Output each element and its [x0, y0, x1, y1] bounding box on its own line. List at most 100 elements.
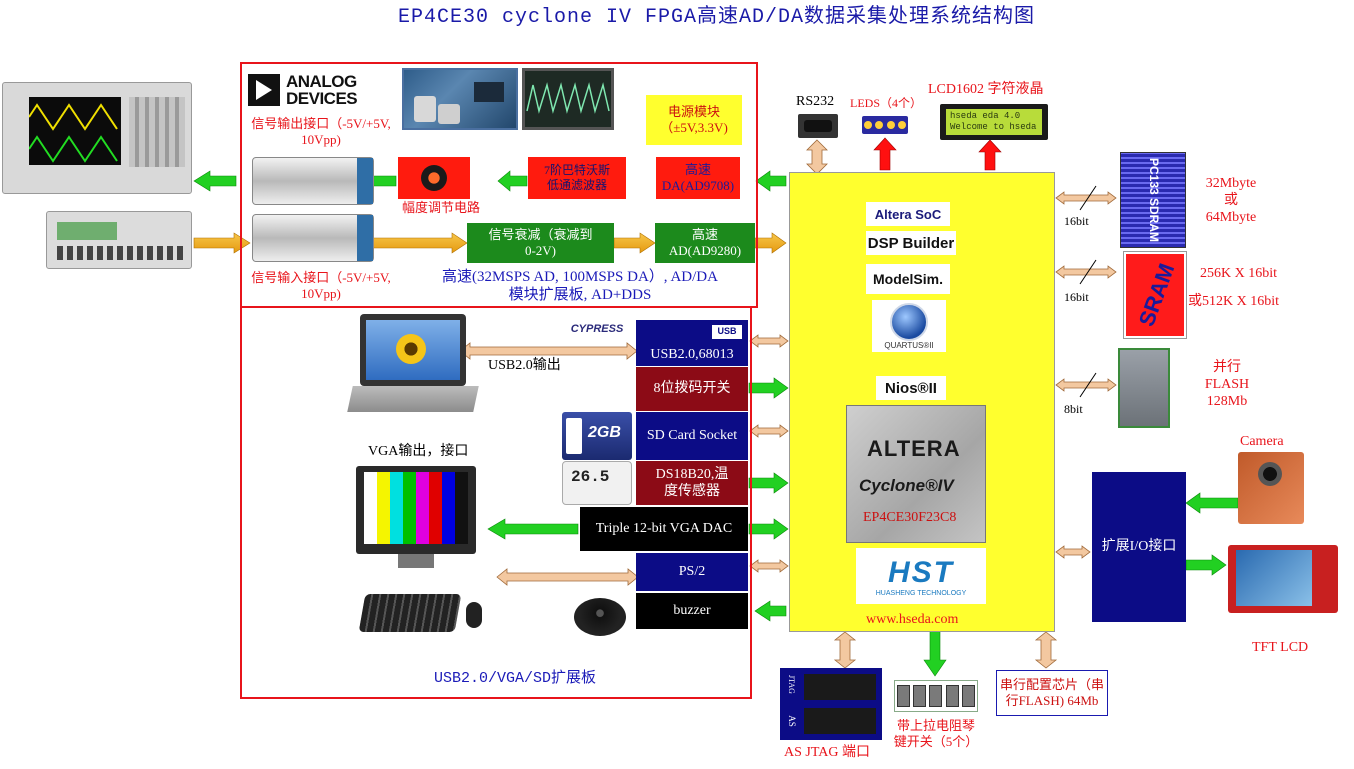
- led-icon: [898, 121, 907, 129]
- usb-board-frame: [240, 308, 752, 699]
- camera-image: [1238, 452, 1304, 524]
- push-button-icon: [929, 685, 943, 707]
- waveform-display: [522, 68, 614, 130]
- cyclone-chip-logo: Cyclone®IV: [859, 476, 954, 495]
- sram-chip-image: SRAM: [1123, 251, 1187, 339]
- sdram-bus-width: 16bit: [1064, 214, 1089, 228]
- fpga-chip-part: EP4CE30F23C8: [863, 510, 957, 525]
- arrow-io-to-tft: [1185, 554, 1227, 576]
- hseda-url[interactable]: www.hseda.com: [866, 612, 959, 627]
- sdram-capacity: 32Mbyte 或 64Mbyte: [1205, 176, 1257, 225]
- arrow-in-to-atten: [371, 232, 468, 254]
- jtag-tag-jtag: JTAG: [786, 675, 796, 694]
- arrow-fpga-flash: [1055, 378, 1117, 392]
- push-button-icon: [896, 685, 910, 707]
- potentiometer-icon: [421, 165, 447, 191]
- altera-chip-logo: ALTERA: [867, 436, 961, 461]
- usb-controller-box: USB2.0,68013 USB: [636, 320, 748, 366]
- adc-box: 高速 AD(AD9280): [655, 223, 755, 263]
- power-module-box: 电源模块 （±5V,3.3V): [646, 95, 742, 145]
- lcd1602-image: hseda eda 4.0 Welcome to hseda: [940, 104, 1048, 140]
- sram-bus-width: 16bit: [1064, 290, 1089, 304]
- arrow-fpga-to-lcd: [978, 139, 1002, 171]
- analog-logo-line2: DEVICES: [286, 89, 358, 108]
- diagram-title: EP4CE30 cyclone IV FPGA高速AD/DA数据采集处理系统结构…: [398, 6, 1036, 29]
- sd-card-socket-box: SD Card Socket: [636, 412, 748, 460]
- camera-label: Camera: [1240, 434, 1284, 449]
- waveform-icon: [526, 82, 610, 114]
- vga-output-label: VGA输出，接口: [368, 444, 469, 459]
- analog-logo-line1: ANALOG: [286, 72, 357, 91]
- arrow-fpga-to-da: [755, 170, 787, 192]
- arrow-ds-to-fpga: [748, 472, 789, 494]
- laptop-image: [347, 314, 479, 414]
- flash-chip-image: [1118, 348, 1170, 428]
- rs232-label: RS232: [796, 94, 835, 109]
- lowpass-filter-box: 7阶巴特沃斯 低通滤波器: [528, 157, 626, 199]
- arrow-rs232-fpga: [806, 139, 828, 175]
- lcd-line1: hseda eda 4.0: [950, 111, 1021, 121]
- arrow-ad-to-fpga: [754, 232, 787, 254]
- bnc-output-connector: [252, 157, 374, 205]
- arrow-fpga-jtag: [833, 631, 857, 669]
- led-icon: [886, 121, 895, 129]
- keyboard-image: [358, 594, 462, 632]
- rs232-connector-image: [798, 114, 838, 138]
- amplitude-circuit-label: 幅度调节电路: [402, 200, 481, 215]
- thermometer-image: 26.5: [562, 461, 632, 505]
- arrow-fpga-to-leds: [873, 137, 897, 171]
- vga-monitor-image: [356, 466, 476, 570]
- arrow-siggen-in: [193, 232, 251, 254]
- leds-image: [862, 116, 908, 134]
- vga-dac-box: Triple 12-bit VGA DAC: [580, 507, 748, 551]
- signal-generator-image: [46, 211, 192, 269]
- arrow-fpga-to-switches: [923, 629, 947, 677]
- push-button-icon: [913, 685, 927, 707]
- camera-lens-icon: [1258, 462, 1282, 486]
- buzzer-image: [574, 598, 626, 636]
- sd-card-image: 2GB: [562, 412, 632, 460]
- jtag-tag-as: AS: [786, 715, 797, 727]
- sram-capacity-2: 或512K X 16bit: [1188, 294, 1279, 309]
- arrow-fpga-sdram: [1055, 191, 1117, 205]
- dac-box: 高速 DA(AD9708): [656, 157, 740, 199]
- dsp-builder-logo: DSP Builder: [866, 231, 956, 255]
- flash-bus-width: 8bit: [1064, 402, 1083, 416]
- arrow-sd-fpga: [749, 424, 789, 438]
- arrow-camera-to-io: [1185, 492, 1239, 514]
- scope-waveform-icon: [29, 103, 118, 163]
- leds-label: LEDS（4个）: [850, 96, 923, 110]
- led-icon: [875, 121, 884, 129]
- arrow-buzzer: [754, 600, 787, 622]
- output-port-label: 信号输出接口（-5V/+5V, 10Vpp): [251, 116, 391, 147]
- ps2-box: PS/2: [636, 553, 748, 591]
- arrow-vga-out: [487, 518, 579, 540]
- altera-soc-logo: Altera SoC: [866, 202, 950, 226]
- ad-da-board-frame: [240, 62, 758, 308]
- attenuator-box: 信号衰减（衰减到 0-2V): [467, 223, 614, 263]
- push-buttons-image: [894, 680, 978, 712]
- arrow-out-scope: [193, 170, 237, 192]
- ad-board-description: 高速(32MSPS AD, 100MSPS DA）, AD/DA 模块扩展板, …: [442, 269, 718, 303]
- tft-lcd-image: [1228, 545, 1338, 613]
- oscilloscope-image: [2, 82, 192, 194]
- ad-board-photo: [402, 68, 518, 130]
- arrow-ps2-fpga: [749, 559, 789, 573]
- sram-chip-label: SRAM: [1133, 260, 1180, 330]
- arrow-vgadac-link: [748, 518, 789, 540]
- arrow-usb-fpga: [749, 334, 789, 348]
- jtag-connectors-image: JTAG AS: [780, 668, 882, 740]
- amplitude-circuit-box: [398, 157, 470, 199]
- usb-output-label: USB2.0输出: [488, 358, 561, 373]
- sdram-chip-image: PC133 SDRAM: [1120, 152, 1186, 248]
- push-button-icon: [962, 685, 976, 707]
- analog-devices-triangle-icon: [248, 74, 280, 106]
- analog-devices-logo: ANALOG DEVICES: [248, 70, 373, 110]
- bnc-input-connector: [252, 214, 374, 262]
- push-button-icon: [945, 685, 959, 707]
- arrow-da-to-filter: [497, 170, 528, 192]
- dip-switch-box: 8位拨码开关: [636, 367, 748, 411]
- led-icon: [863, 121, 872, 129]
- buzzer-box: buzzer: [636, 593, 748, 629]
